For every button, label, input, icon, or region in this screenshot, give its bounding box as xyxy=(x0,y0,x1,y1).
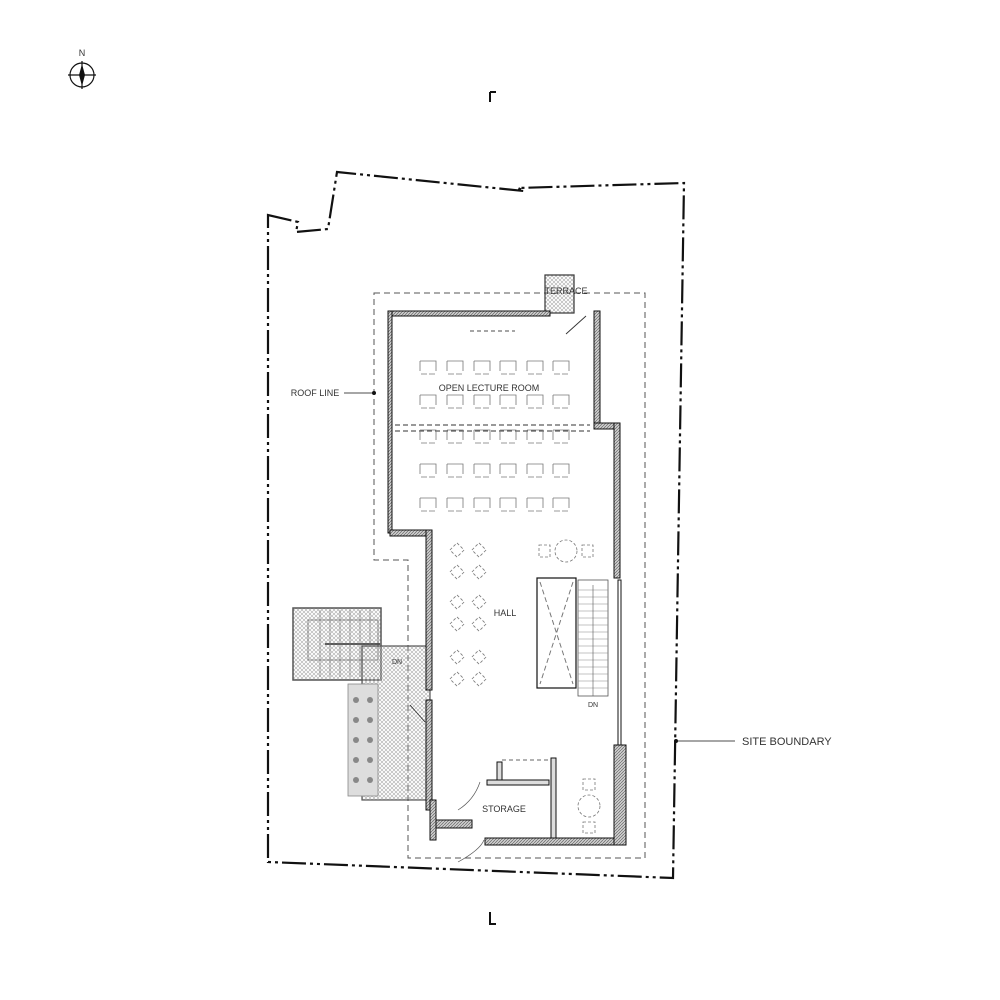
chair xyxy=(419,497,437,512)
lecture-seating xyxy=(419,360,570,512)
table-cluster xyxy=(449,594,487,632)
north-arrow-icon: N xyxy=(68,48,96,89)
chair xyxy=(419,463,437,478)
chair xyxy=(499,497,517,512)
chair xyxy=(552,360,570,375)
round-table xyxy=(577,778,601,834)
section-marker-bottom xyxy=(489,912,496,925)
chair xyxy=(446,497,464,512)
terrace-label: TERRACE xyxy=(544,286,587,296)
chair xyxy=(552,497,570,512)
exterior-stair xyxy=(292,607,431,801)
building-walls xyxy=(387,310,627,846)
chair xyxy=(526,394,544,409)
chair xyxy=(526,429,544,444)
chair xyxy=(526,463,544,478)
down-label-interior: DN xyxy=(588,702,598,709)
chair xyxy=(446,360,464,375)
site-boundary-line xyxy=(266,170,686,880)
north-label: N xyxy=(79,48,86,58)
hall-label: HALL xyxy=(494,608,517,618)
chair xyxy=(499,429,517,444)
table-cluster xyxy=(449,542,487,580)
hall-tables xyxy=(449,539,601,834)
chair xyxy=(473,497,491,512)
chair xyxy=(419,394,437,409)
table-cluster xyxy=(449,649,487,687)
chair xyxy=(446,429,464,444)
chair xyxy=(473,360,491,375)
down-label-exterior: DN xyxy=(392,659,402,666)
chair xyxy=(419,360,437,375)
chair xyxy=(552,463,570,478)
chair xyxy=(499,463,517,478)
chair xyxy=(446,463,464,478)
site-boundary-label: SITE BOUNDARY xyxy=(742,736,832,748)
roof-line xyxy=(373,292,646,859)
chair xyxy=(419,429,437,444)
storage-room xyxy=(486,757,557,839)
chair xyxy=(473,429,491,444)
section-marker-top xyxy=(489,91,496,102)
door-swing xyxy=(457,781,481,811)
round-table xyxy=(538,539,594,563)
chair xyxy=(526,497,544,512)
chair xyxy=(473,394,491,409)
chair xyxy=(499,394,517,409)
chair xyxy=(499,360,517,375)
chair xyxy=(526,360,544,375)
lecture-room-label: OPEN LECTURE ROOM xyxy=(439,383,540,393)
storage-label: STORAGE xyxy=(482,804,526,814)
chair xyxy=(446,394,464,409)
chair xyxy=(552,429,570,444)
chair xyxy=(552,394,570,409)
interior-stair xyxy=(536,577,609,697)
terrace-area xyxy=(544,274,575,314)
chair xyxy=(473,463,491,478)
roof-line-label: ROOF LINE xyxy=(291,388,340,398)
